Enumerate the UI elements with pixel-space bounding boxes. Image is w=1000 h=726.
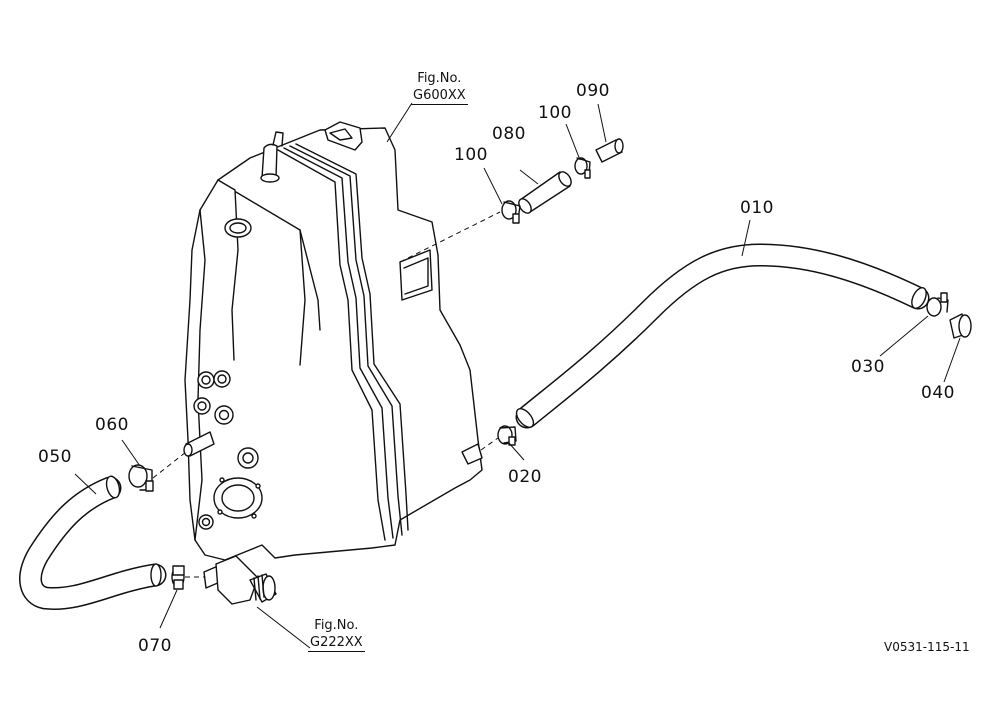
part-label-100-upper: 100 (538, 103, 572, 123)
part-label-100-lower: 100 (454, 145, 488, 165)
leader-100-upper (565, 123, 581, 161)
part-label-020: 020 (508, 467, 542, 487)
part-label-070: 070 (138, 636, 172, 656)
clamp-060 (128, 464, 154, 492)
fig-ref-elbow: Fig.No. G222XX (308, 617, 365, 652)
guide-060 (152, 451, 187, 479)
guide-020 (480, 437, 499, 451)
part-label-030: 030 (851, 357, 885, 377)
document-code: V0531-115-11 (884, 640, 970, 654)
part-label-010: 010 (740, 198, 774, 218)
fig-ref-elbow-code: G222XX (308, 635, 365, 652)
hose-050 (19, 475, 167, 611)
leader-090 (597, 103, 607, 143)
clamp-020 (497, 425, 517, 446)
part-label-090: 090 (576, 81, 610, 101)
clamp-070 (171, 565, 185, 590)
leader-100-lower (483, 167, 503, 205)
leader-010 (741, 219, 751, 257)
part-label-040: 040 (921, 383, 955, 403)
fig-ref-tank-title: Fig.No. (417, 71, 462, 86)
fitting-090 (595, 138, 624, 163)
clamp-100-lower (501, 200, 521, 224)
fig-ref-tank: Fig.No. G600XX (411, 70, 468, 105)
leader-030 (879, 315, 929, 357)
plug-040 (949, 313, 972, 339)
part-label-060: 060 (95, 415, 129, 435)
leader-040 (943, 337, 961, 383)
clamp-030 (926, 292, 949, 317)
fuel-tank (183, 121, 483, 561)
part-label-050: 050 (38, 447, 72, 467)
leader-050 (74, 473, 97, 495)
elbow-fitting (203, 555, 277, 605)
fig-ref-elbow-title: Fig.No. (314, 618, 359, 633)
clamp-100-upper (574, 157, 591, 179)
guide-vent (399, 211, 501, 263)
pipe-080 (518, 171, 572, 214)
fig-ref-tank-code: G600XX (411, 88, 468, 105)
hose-010 (515, 243, 930, 429)
leader-060 (121, 439, 141, 467)
leader-fig-g600 (386, 102, 413, 143)
leader-fig-g222 (256, 606, 311, 649)
leader-070 (159, 589, 178, 629)
leader-020 (508, 442, 525, 461)
leader-080 (519, 169, 539, 185)
part-label-080: 080 (492, 124, 526, 144)
